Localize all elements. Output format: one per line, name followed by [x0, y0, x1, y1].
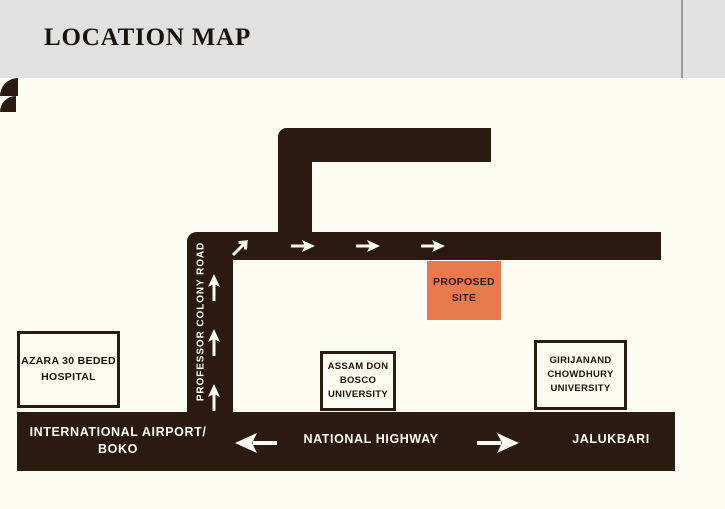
header-divider: [681, 0, 683, 78]
arrow-highway-west-icon: [233, 430, 277, 456]
arrow-north-2-icon: [206, 328, 222, 356]
arrow-north-3-icon: [206, 383, 222, 411]
proposed-site-marker[interactable]: PROPOSED SITE: [427, 261, 501, 320]
road-professor-colony: [187, 232, 233, 412]
arrow-east-3-icon: [421, 238, 447, 254]
arrow-east-2-icon: [356, 238, 382, 254]
highway-east-destination-label: JALUKBARI: [572, 432, 650, 446]
page-title: LOCATION MAP: [44, 24, 252, 51]
slide-header: LOCATION MAP: [0, 0, 725, 78]
road-branch-north-corner: [0, 78, 18, 96]
road-junction-corner: [0, 96, 16, 112]
map-canvas: PROFESSOR COLONY ROAD PROPOSED SITE AZAR…: [0, 78, 725, 509]
road-branch-north-arm: [278, 128, 491, 162]
highway-name-label: NATIONAL HIGHWAY: [303, 432, 439, 446]
landmark-girijanand-chowdhury-university[interactable]: GIRIJANAND CHOWDHURY UNIVERSITY: [534, 340, 627, 410]
landmark-azara-hospital[interactable]: AZARA 30 BEDED HOSPITAL: [17, 331, 120, 408]
highway-west-destination-label: INTERNATIONAL AIRPORT/ BOKO: [29, 425, 207, 456]
road-national-highway: [17, 412, 675, 471]
arrow-north-1-icon: [206, 273, 222, 301]
arrow-highway-east-icon: [477, 430, 521, 456]
arrow-diagonal-junction-icon: [230, 234, 254, 258]
road-label-professor-colony: PROFESSOR COLONY ROAD: [195, 241, 207, 402]
landmark-assam-don-bosco-university[interactable]: ASSAM DON BOSCO UNIVERSITY: [320, 351, 396, 411]
arrow-east-1-icon: [291, 238, 317, 254]
